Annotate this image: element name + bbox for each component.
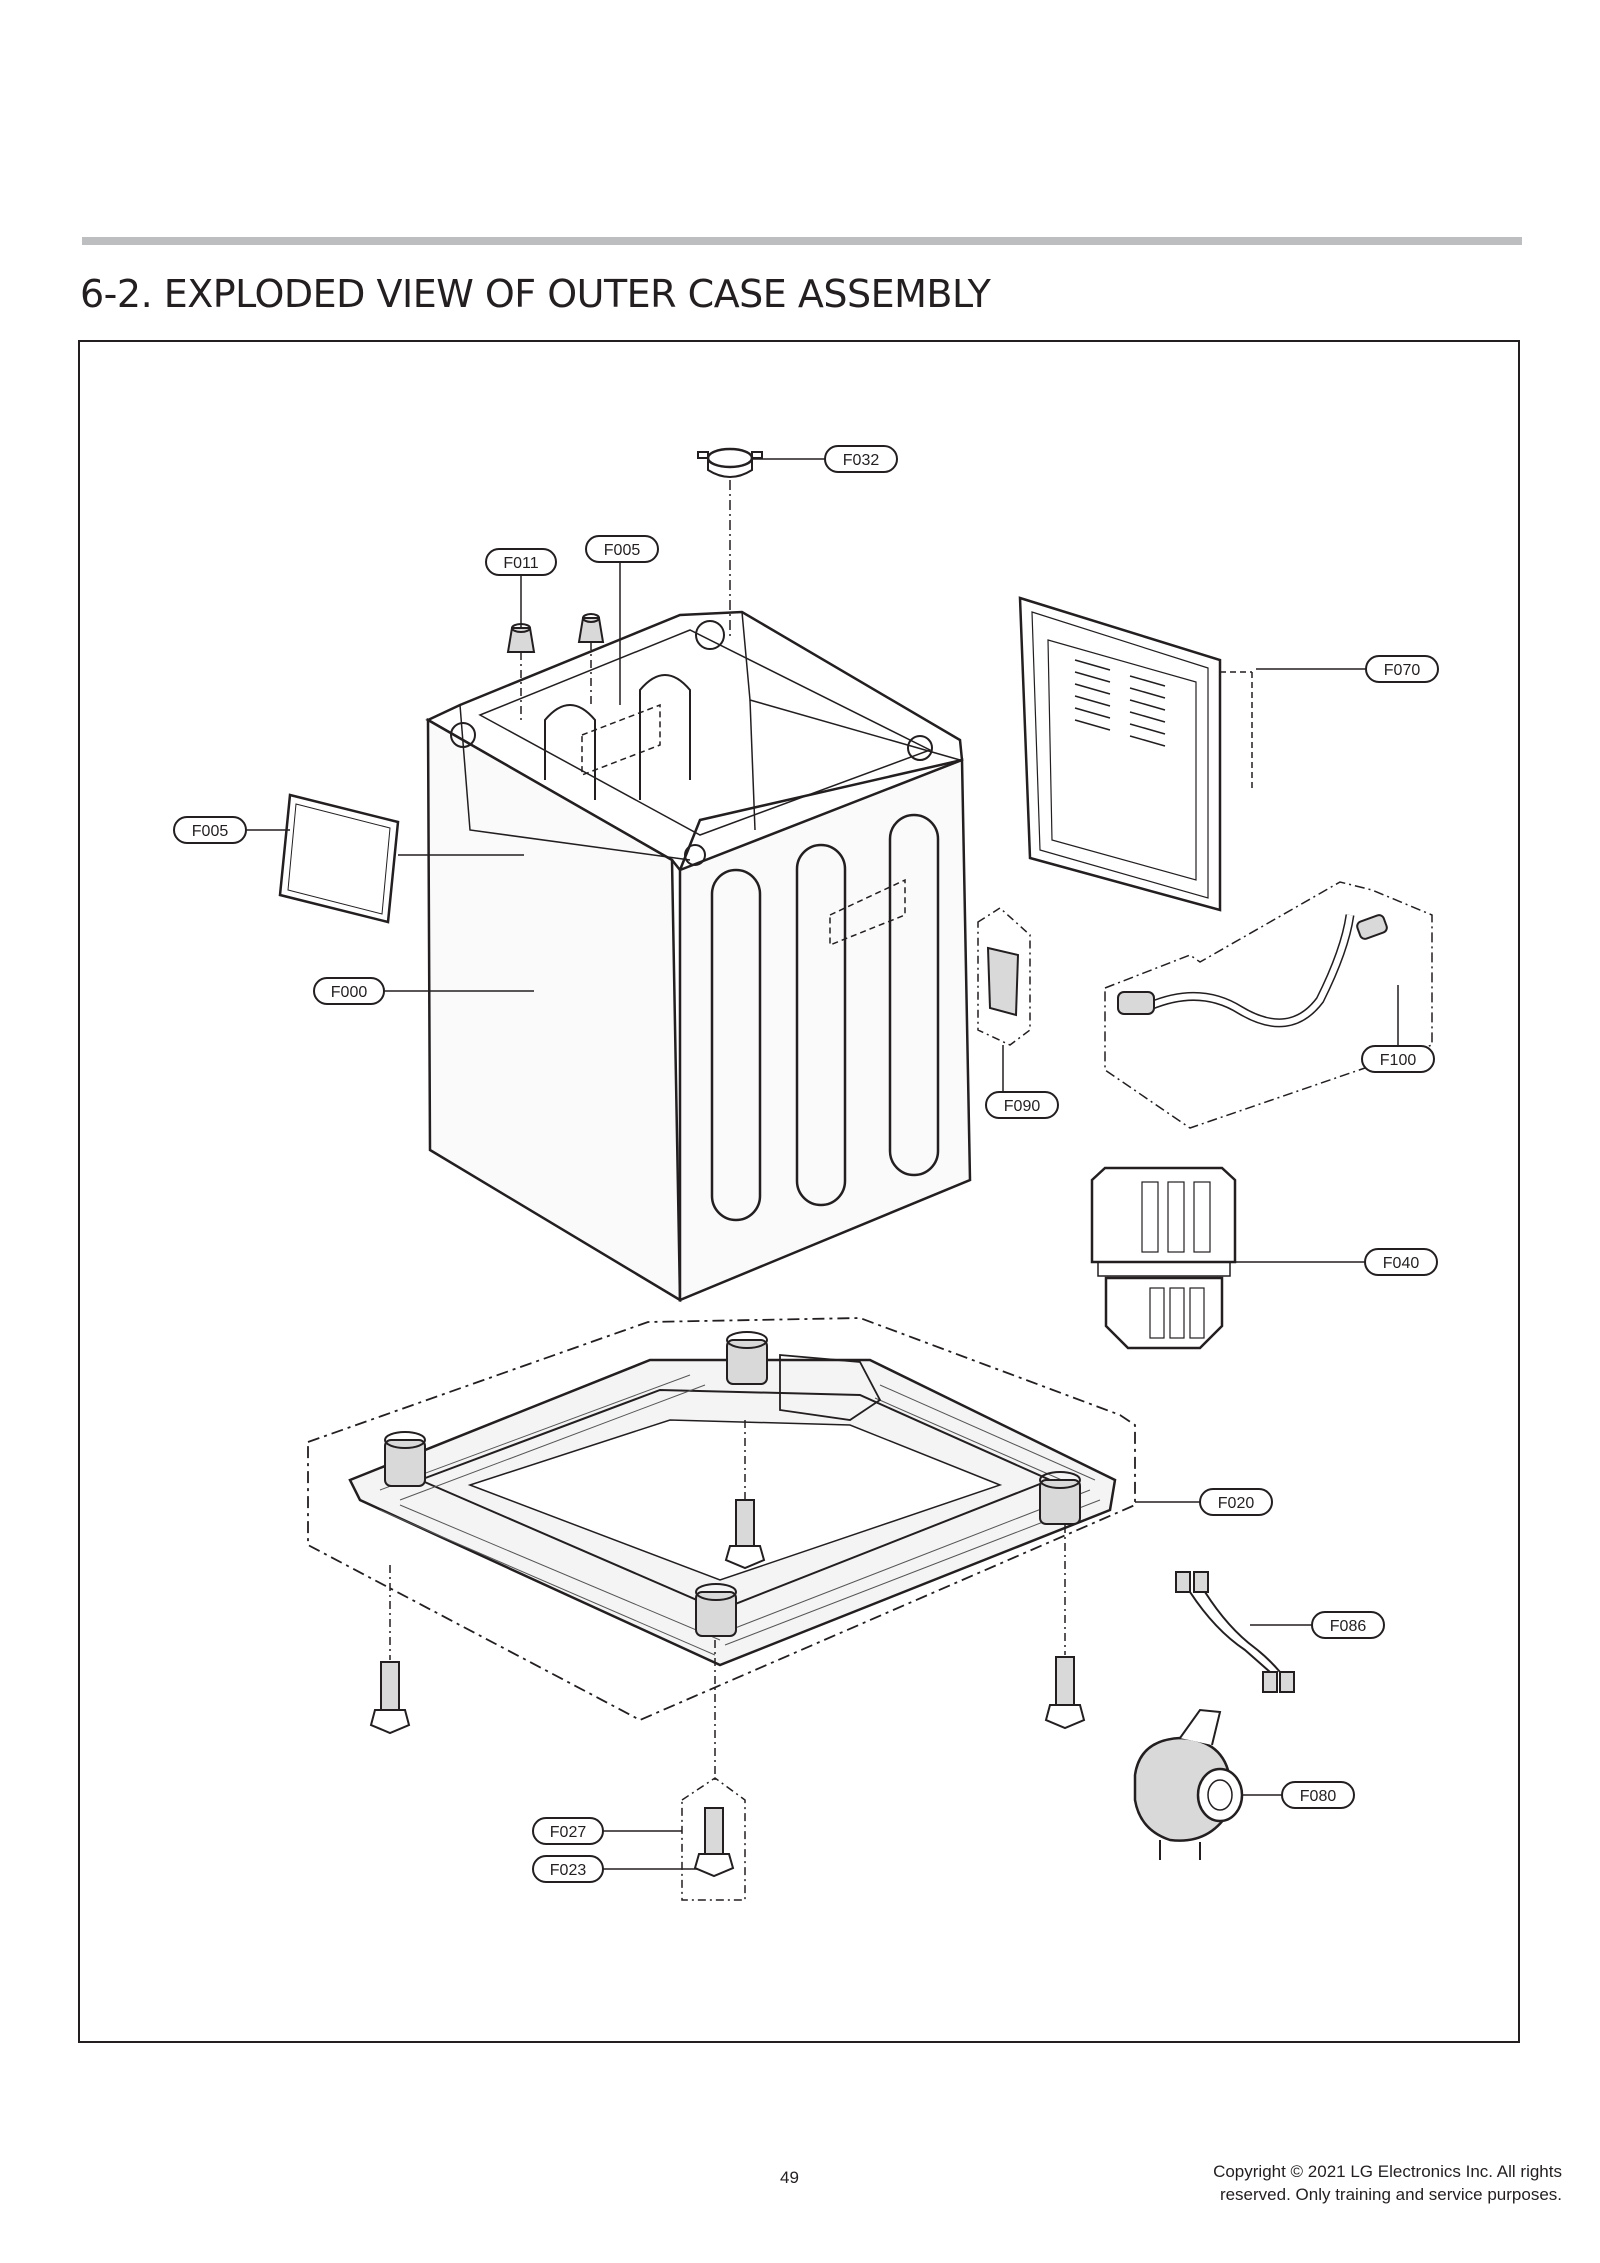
callout-f100[interactable]: F100 [1361, 1045, 1435, 1073]
callout-label: F086 [1330, 1618, 1367, 1635]
callout-f032[interactable]: F032 [824, 445, 898, 473]
callout-label: F020 [1218, 1495, 1255, 1512]
callout-f005-top[interactable]: F005 [585, 535, 659, 563]
callout-f090[interactable]: F090 [985, 1091, 1059, 1119]
part-f011-bumper [506, 623, 536, 720]
callout-f011[interactable]: F011 [485, 548, 557, 576]
callout-f027[interactable]: F027 [532, 1817, 604, 1845]
header-rule [82, 237, 1522, 245]
callout-label: F090 [1004, 1098, 1041, 1115]
part-f080-pump [1133, 1708, 1282, 1860]
callout-f086[interactable]: F086 [1311, 1611, 1385, 1639]
callout-f040[interactable]: F040 [1364, 1248, 1438, 1276]
leader-lines [246, 458, 1399, 1263]
callout-label: F000 [331, 984, 368, 1001]
diagram-frame [78, 340, 1520, 2043]
callout-f070[interactable]: F070 [1365, 655, 1439, 683]
callout-label: F040 [1383, 1255, 1420, 1272]
callout-f023[interactable]: F023 [532, 1855, 604, 1883]
part-f070-panel [1018, 596, 1253, 912]
callout-label: F100 [1380, 1052, 1417, 1069]
callout-f020[interactable]: F020 [1199, 1488, 1273, 1516]
callout-label: F005 [604, 542, 641, 559]
part-f005-bumper [577, 613, 605, 705]
callout-f005-left[interactable]: F005 [173, 816, 247, 844]
part-f090-bracket [977, 907, 1031, 1090]
part-leg-right [1044, 1525, 1086, 1730]
part-f032-clamp [697, 447, 763, 640]
part-leg-center [724, 1420, 766, 1570]
copyright-line-1: Copyright © 2021 LG Electronics Inc. All… [1213, 2162, 1562, 2181]
callout-f000[interactable]: F000 [313, 977, 385, 1005]
callout-label: F027 [550, 1824, 587, 1841]
part-f027-f023-leg [603, 1640, 746, 1901]
callout-label: F032 [843, 452, 880, 469]
copyright-line-2: reserved. Only training and service purp… [1219, 2185, 1562, 2204]
callout-label: F023 [550, 1862, 587, 1879]
part-f086-harness [1175, 1571, 1312, 1693]
part-f005-panel [278, 793, 524, 924]
callout-label: F011 [503, 555, 538, 572]
callout-label: F070 [1384, 662, 1421, 679]
part-f000-cabinet [425, 610, 972, 1303]
page-title: 6-2. EXPLODED VIEW OF OUTER CASE ASSEMBL… [80, 272, 991, 316]
part-f040-cover [1090, 1166, 1237, 1350]
part-leg-left [369, 1565, 411, 1735]
page-number: 49 [780, 2168, 799, 2187]
callout-label: F080 [1300, 1788, 1337, 1805]
copyright-notice: Copyright © 2021 LG Electronics Inc. All… [1213, 2160, 1562, 2206]
part-f100-hose [1104, 881, 1433, 1129]
callout-label: F005 [192, 823, 229, 840]
callout-f080[interactable]: F080 [1281, 1781, 1355, 1809]
